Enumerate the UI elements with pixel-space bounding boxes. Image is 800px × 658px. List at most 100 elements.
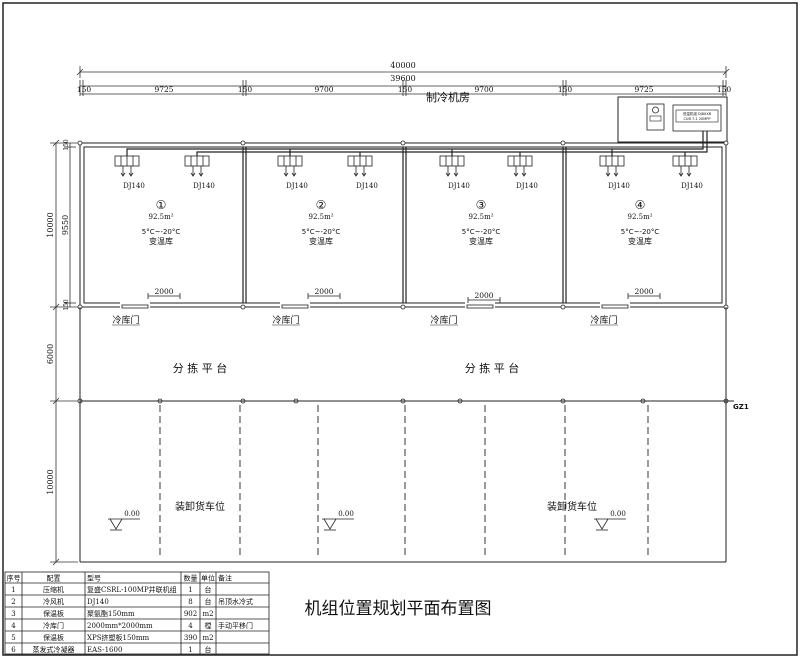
level-value: 0.00 [610,510,626,518]
dim-seg-4: 9700 [314,85,333,94]
machine-room-label: 制冷机房 [426,90,470,104]
room-number: ③ [476,198,487,212]
door-label: 冷库门 [272,314,299,326]
bom-cell: m2 [202,634,213,642]
evaporator-unit [672,155,698,177]
room-temp: 5°C~-20°C [302,228,341,236]
dim-left-inner: 9550 [61,215,70,235]
dim-total-inner: 39600 [390,74,415,83]
loading-bay-label: 装卸货车位 [547,500,597,513]
bom-cell: 冷库门 [43,621,64,630]
drawing-title: 机组位置规划平面布置图 [305,599,492,619]
bom-header-cell: 单位 [201,574,215,583]
door-label: 冷库门 [430,314,457,326]
room-number: ② [316,198,327,212]
panel-text-2: CUB 7-1 20MPP [683,117,710,121]
door-label: 冷库门 [112,314,139,326]
bom-cell: 台 [205,585,212,594]
sorting-platform [79,307,734,402]
platform-label: 分 拣 平 台 [465,361,520,375]
bom-header-cell: 序号 [7,574,21,583]
bom-header-cell: 配置 [47,575,61,583]
bom-header-cell: 数量 [184,574,198,583]
loading-bays [79,401,727,563]
bom-header-cell: 备注 [218,574,232,583]
dim-left-bays: 10000 [46,469,55,494]
bom-cell: 冷风机 [43,597,64,606]
bom-cell: 390 [184,634,197,642]
dim-seg-8: 9725 [634,85,653,94]
bom-cell: EAS-1600 [87,646,122,654]
platform-label: 分 拣 平 台 [173,361,228,375]
room-name: 变温库 [309,236,333,246]
bom-cell: 5 [11,634,15,642]
evaporator-label: DJ140 [193,182,215,190]
bom-cell: 2 [11,598,15,606]
bom-cell: 4 [188,622,193,630]
bom-cell: 1 [188,586,192,594]
machine-room [617,96,728,143]
bom-cell: 蒸发式冷凝器 [33,645,75,654]
bom-cell: m2 [202,610,213,618]
bom-cell: 1 [188,646,192,654]
door-width-dim: 2000 [634,287,653,296]
door-width-dim: 2000 [154,287,173,296]
bom-cell: 压缩机 [43,585,64,594]
evaporator-units [114,155,698,177]
loading-bay-label: 装卸货车位 [175,500,225,513]
bom-cell: 手动平移门 [218,621,253,630]
bom-cell: 4 [11,622,16,630]
evaporator-label: DJ140 [516,182,538,190]
evaporator-unit [439,155,465,177]
refrigerant-pipes [126,131,708,156]
compressor-panel [672,104,722,132]
room-temp: 5°C~-20°C [462,228,501,236]
bom-cell: XPS挤塑板150mm [87,633,149,642]
fan-icon [652,106,659,114]
bom-cell: 6 [11,646,16,654]
bom-cell: 保温板 [43,609,64,618]
dim-left-wall: 150 [63,299,70,311]
evaporator-unit [599,155,625,177]
room-temp: 5°C~-20°C [621,228,660,236]
dim-seg-3: 150 [238,85,253,94]
bom-cell: 台 [205,597,212,606]
dim-left-wall: 150 [63,139,70,151]
evaporator-unit [347,155,373,177]
evaporator-label: DJ140 [681,182,703,190]
dim-seg-7: 150 [558,85,573,94]
room-area: 92.5m² [308,213,333,221]
evaporator-label: DJ140 [123,182,145,190]
dim-seg-5: 150 [398,85,413,94]
condenser-unit [646,103,665,131]
dim-seg-2: 9725 [154,85,173,94]
door-label: 冷库门 [590,314,617,326]
level-value: 0.00 [124,510,140,518]
evaporator-unit [277,155,303,177]
dim-seg-1: 150 [77,85,92,94]
level-value: 0.00 [338,510,354,518]
bom-cell: 2000mm*2000mm [87,622,153,630]
evaporator-label: DJ140 [608,182,630,190]
top-dimensions [76,66,730,96]
bom-header-cell: 型号 [87,574,101,583]
bom-cell: 902 [184,610,197,618]
bom-cell: 3 [11,610,15,618]
room-name: 变温库 [469,236,493,246]
dim-left-total: 10000 [46,212,55,237]
bom-cell: 8 [188,598,192,606]
dim-total-outer: 40000 [390,61,415,70]
evaporator-label: DJ140 [286,182,308,190]
level-marker-icon [108,518,626,531]
room-area: 92.5m² [148,213,173,221]
room-area: 92.5m² [627,213,652,221]
room-number: ① [156,198,167,212]
evaporator-unit [114,155,140,177]
left-dimensions [50,139,78,566]
bom-table [4,571,270,655]
room-name: 变温库 [149,236,173,246]
room-temp: 5°C~-20°C [142,228,181,236]
evaporator-unit [507,155,533,177]
bom-cell: 1 [11,586,15,594]
